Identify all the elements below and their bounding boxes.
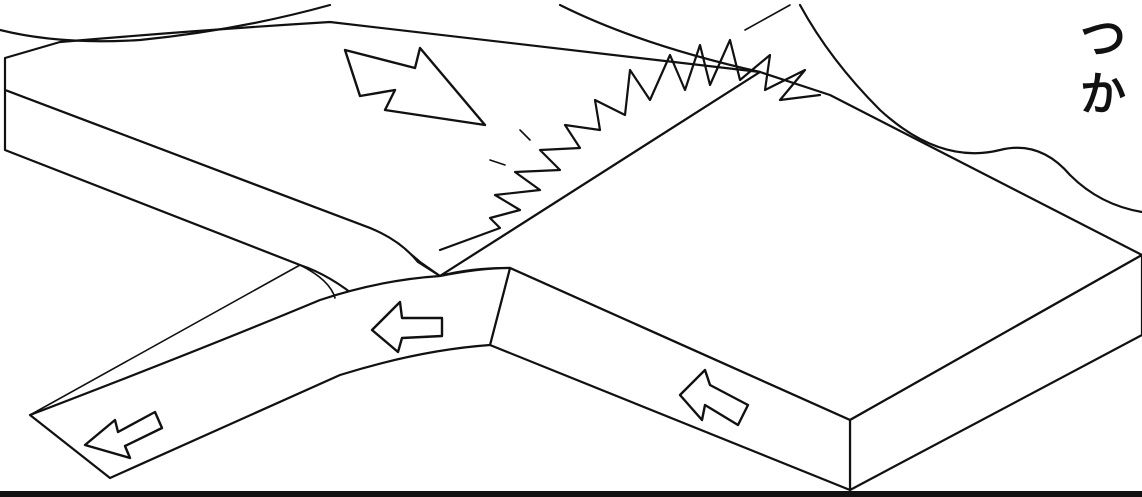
caption-text: つ か (1080, 10, 1142, 122)
caption-line-2: か (1080, 67, 1126, 121)
burst-streak-1 (745, 5, 790, 30)
caption-line-1: つ (1080, 11, 1126, 65)
bottom-border (0, 491, 1142, 497)
